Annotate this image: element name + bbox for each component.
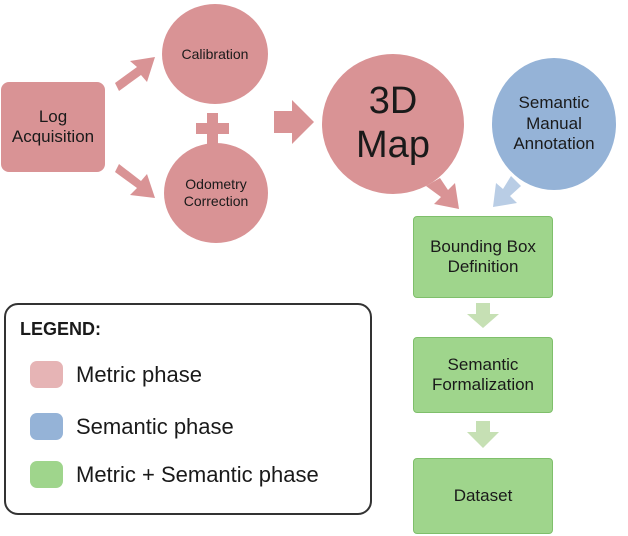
- legend-swatch: [30, 361, 63, 388]
- legend-swatch: [30, 413, 63, 440]
- legend-item-semantic: Semantic phase: [30, 413, 234, 440]
- legend-swatch: [30, 461, 63, 488]
- plus-icon: [196, 113, 229, 145]
- arrow-3d-map-to-bounding-box: [426, 178, 459, 209]
- legend-title: LEGEND:: [20, 319, 101, 339]
- node-label: Map: [356, 124, 430, 166]
- node-label: Semantic: [518, 93, 590, 113]
- legend-item-metric: Metric phase: [30, 361, 202, 388]
- arrow-bbox-to-formalization: [467, 303, 499, 328]
- node-label: Dataset: [453, 485, 513, 505]
- legend-box: LEGEND: Metric phase Semantic phase Metr…: [4, 303, 372, 515]
- node-label: Annotation: [513, 134, 595, 154]
- node-label: Calibration: [181, 45, 249, 62]
- arrow-annotation-to-bounding-box: [493, 176, 521, 207]
- node-label: Manual: [526, 113, 582, 133]
- dataset-node: Dataset: [413, 458, 553, 534]
- node-label: Log: [38, 106, 68, 126]
- calibration-node: Calibration: [162, 4, 268, 104]
- node-label: Formalization: [431, 375, 535, 394]
- node-label: Semantic: [447, 354, 519, 374]
- arrow-formalization-to-dataset: [467, 421, 499, 448]
- arrow-log-to-odometry: [115, 164, 155, 198]
- node-label: Bounding Box: [430, 236, 536, 256]
- legend-label: Metric + Semantic phase: [76, 461, 319, 487]
- node-label: Odometry: [185, 176, 247, 193]
- legend-label: Metric phase: [76, 361, 202, 387]
- node-label: 3D: [368, 80, 418, 123]
- legend-item-combined: Metric + Semantic phase: [30, 461, 319, 488]
- arrow-log-to-calibration: [115, 57, 155, 91]
- arrow-center-to-3d-map: [274, 100, 314, 144]
- node-label: Correction: [183, 193, 249, 209]
- node-label: Definition: [447, 257, 519, 276]
- node-label: Acquisition: [11, 127, 95, 146]
- legend-label: Semantic phase: [76, 413, 234, 439]
